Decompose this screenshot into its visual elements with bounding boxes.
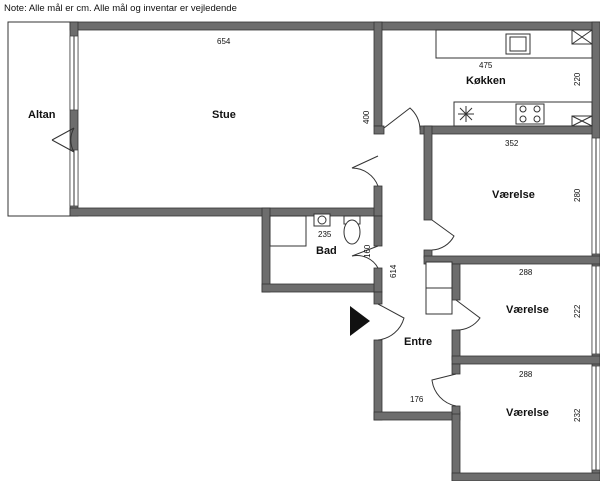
- dimension-vaerelse-2-depth: 222: [573, 304, 582, 318]
- dimension-stue-width: 654: [217, 37, 231, 46]
- room-label-vaerelse-2: Værelse: [506, 304, 549, 316]
- kitchen-fixtures: [435, 29, 593, 127]
- room-label-bad: Bad: [316, 245, 337, 257]
- dimension-entre-depth: 614: [389, 264, 398, 278]
- room-label-kokken: Køkken: [466, 75, 506, 87]
- room-label-altan: Altan: [28, 109, 56, 121]
- room-label-entre: Entre: [404, 336, 432, 348]
- dimension-entre-width: 176: [410, 395, 424, 404]
- dimension-vaerelse-3-width: 288: [519, 370, 533, 379]
- dimension-kokken-depth: 220: [573, 72, 582, 86]
- entry-arrow: [350, 306, 370, 336]
- bathroom-fixtures: [269, 213, 361, 247]
- dimension-vaerelse-1-width: 352: [505, 139, 519, 148]
- balcony: [7, 21, 70, 217]
- room-label-stue: Stue: [212, 109, 236, 121]
- doors: [51, 107, 481, 407]
- dimension-bad-depth: 160: [363, 244, 372, 258]
- dimension-bad-width: 235: [318, 230, 332, 239]
- wardrobe: [425, 261, 453, 315]
- note-text: Note: Alle mål er cm. Alle mål og invent…: [4, 3, 237, 14]
- dimension-kokken-width: 475: [479, 61, 493, 70]
- room-label-vaerelse-3: Værelse: [506, 407, 549, 419]
- windows: [69, 35, 600, 471]
- room-label-vaerelse-1: Værelse: [492, 189, 535, 201]
- dimension-vaerelse-2-width: 288: [519, 268, 533, 277]
- dimension-stue-depth: 400: [362, 110, 371, 124]
- dimension-vaerelse-3-depth: 232: [573, 408, 582, 422]
- dimension-vaerelse-1-depth: 280: [573, 188, 582, 202]
